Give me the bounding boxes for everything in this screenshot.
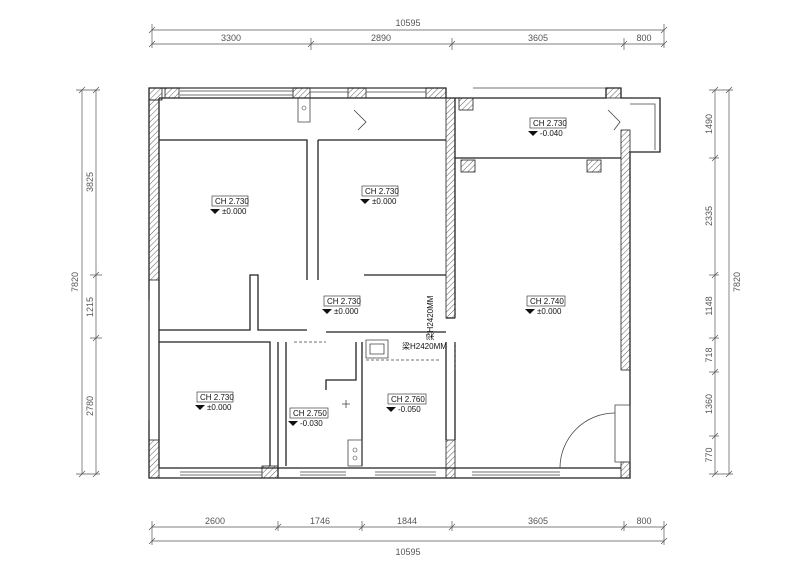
bottom-dim-4: 3605	[528, 516, 548, 526]
ch-label: CH 2.760	[391, 395, 425, 404]
level-label: ±0.000	[537, 307, 562, 316]
ceiling-tag-bedroom-1: CH 2.730 ±0.000	[210, 195, 249, 216]
right-total-dim: 7820	[732, 272, 742, 292]
ceiling-tag-balcony: CH 2.730 -0.040	[528, 117, 567, 138]
right-dim-5: 1360	[704, 394, 714, 414]
top-dimensions	[148, 24, 668, 50]
top-dim-1: 3300	[221, 33, 241, 43]
ch-label: CH 2.730	[215, 197, 249, 206]
left-dim-1: 3825	[85, 172, 95, 192]
bottom-dim-5: 800	[636, 516, 651, 526]
right-dim-6: 770	[704, 447, 714, 462]
level-label: ±0.000	[207, 403, 232, 412]
top-total-dim: 10595	[395, 18, 420, 28]
top-dim-4: 800	[636, 33, 651, 43]
ceiling-tag-corridor: CH 2.730 ±0.000	[322, 295, 361, 316]
beam-label-horizontal: 梁H2420MM	[402, 342, 447, 351]
level-label: ±0.000	[222, 207, 247, 216]
ceiling-tag-kitchen: CH 2.760 -0.050	[386, 393, 427, 414]
ch-label: CH 2.740	[530, 297, 564, 306]
left-dimensions	[76, 86, 102, 478]
right-dim-1: 1490	[704, 114, 714, 134]
bottom-dim-1: 2600	[205, 516, 225, 526]
top-dim-3: 3605	[528, 33, 548, 43]
ch-label: CH 2.730	[327, 297, 361, 306]
left-total-dim: 7820	[70, 272, 80, 292]
right-dimensions	[709, 86, 733, 478]
beam-label-vertical: 梁H2420MM	[426, 295, 435, 340]
ceiling-tag-living-room: CH 2.740 ±0.000	[525, 295, 566, 316]
bottom-dim-2: 1746	[310, 516, 330, 526]
right-dim-3: 1148	[704, 296, 714, 315]
level-label: -0.050	[398, 405, 421, 414]
ch-label: CH 2.750	[293, 409, 327, 418]
level-label: -0.040	[540, 129, 563, 138]
ch-label: CH 2.730	[365, 187, 399, 196]
right-dim-2: 2335	[704, 206, 714, 226]
ceiling-tag-bedroom-2: CH 2.730 ±0.000	[360, 185, 399, 206]
bottom-dimensions	[148, 521, 668, 545]
left-dim-3: 2780	[85, 396, 95, 416]
bottom-total-dim: 10595	[395, 547, 420, 557]
ch-label: CH 2.730	[533, 119, 567, 128]
walls	[148, 87, 661, 479]
level-label: ±0.000	[334, 307, 359, 316]
right-dim-4: 718	[704, 347, 714, 362]
ceiling-tag-bathroom: CH 2.750 -0.030	[288, 407, 329, 428]
ch-label: CH 2.730	[200, 393, 234, 402]
ceiling-tag-bedroom-3: CH 2.730 ±0.000	[195, 391, 234, 412]
level-label: ±0.000	[372, 197, 397, 206]
left-dim-2: 1215	[85, 297, 95, 317]
level-label: -0.030	[300, 419, 323, 428]
bottom-dim-3: 1844	[397, 516, 417, 526]
top-dim-2: 2890	[371, 33, 391, 43]
